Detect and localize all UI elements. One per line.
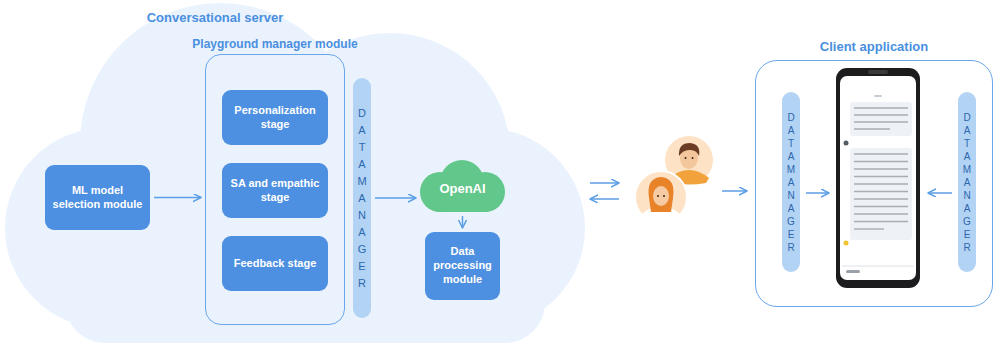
phone	[868, 70, 888, 74]
screen-line	[854, 128, 890, 129]
woman-avatar	[657, 195, 659, 197]
flow-arrow	[375, 197, 416, 199]
client-group: Client applicationDATA MANAGER DATA MANAG…	[755, 36, 993, 307]
node-label: SA and empathic stage	[228, 177, 322, 205]
screen-line	[854, 176, 908, 177]
screen-line	[854, 183, 908, 184]
module-box: Data processing module	[425, 232, 500, 300]
screen-line	[854, 221, 908, 222]
phone	[850, 102, 912, 136]
phone	[836, 68, 920, 288]
screen-line	[854, 107, 908, 108]
client-arrows	[928, 192, 952, 194]
screen-line	[854, 191, 908, 192]
band-label: DATA MANAGER	[962, 111, 972, 254]
data-manager-band: DATA MANAGER	[782, 92, 800, 272]
group-heading: Playground manager module	[180, 37, 370, 51]
openai-cloud: OpenAI	[420, 160, 505, 212]
flow-arrow	[154, 197, 201, 199]
phone	[840, 76, 916, 280]
flow-arrow	[462, 216, 464, 228]
phone	[874, 95, 882, 97]
client-arrows	[806, 192, 829, 194]
screen-line	[854, 228, 884, 229]
phone	[854, 108, 908, 229]
man-avatar	[679, 143, 699, 156]
screen-line	[854, 114, 908, 115]
woman-avatar	[663, 195, 665, 197]
node-label: OpenAI	[439, 177, 485, 196]
screen-line	[854, 213, 908, 214]
group-heading: Client application	[755, 39, 993, 55]
screen-line	[854, 161, 908, 162]
exchange-arrows	[590, 182, 619, 184]
module-group: Playground manager modulePersonalization…	[205, 37, 345, 325]
phone	[846, 270, 860, 273]
man-avatar	[692, 157, 694, 159]
woman-avatar	[649, 177, 674, 212]
band-label: DATA MANAGER	[357, 105, 368, 292]
phone	[836, 68, 920, 288]
band-label: DATA MANAGER	[786, 111, 796, 254]
data-manager-band: DATA MANAGER	[353, 78, 371, 318]
stage-box: Personalization stage	[222, 90, 328, 145]
server-cloud: Conversational server ML model selection …	[5, 3, 590, 346]
screen-line	[854, 153, 908, 154]
node-label: ML model selection module	[51, 184, 144, 212]
screen-line	[854, 206, 908, 207]
phone	[850, 148, 912, 240]
phone	[844, 141, 849, 146]
exchange-arrows	[722, 190, 747, 192]
group-heading: Conversational server	[115, 10, 315, 26]
woman-avatar	[653, 186, 669, 206]
phone	[842, 266, 914, 267]
module-box: ML model selection module	[45, 165, 150, 230]
man-avatar	[685, 157, 687, 159]
woman-avatar	[635, 171, 687, 223]
node-label: Personalization stage	[228, 104, 322, 132]
node-label: Data processing module	[431, 245, 494, 286]
stage-box: SA and empathic stage	[222, 163, 328, 218]
exchange-arrows	[590, 198, 619, 200]
woman-avatar	[635, 171, 687, 223]
screen-line	[854, 168, 908, 169]
screen-line	[854, 121, 908, 122]
node-label: Feedback stage	[234, 257, 317, 271]
screen-line	[854, 198, 908, 199]
stage-box: Feedback stage	[222, 236, 328, 291]
data-manager-band: DATA MANAGER	[958, 92, 976, 272]
phone	[844, 241, 849, 246]
